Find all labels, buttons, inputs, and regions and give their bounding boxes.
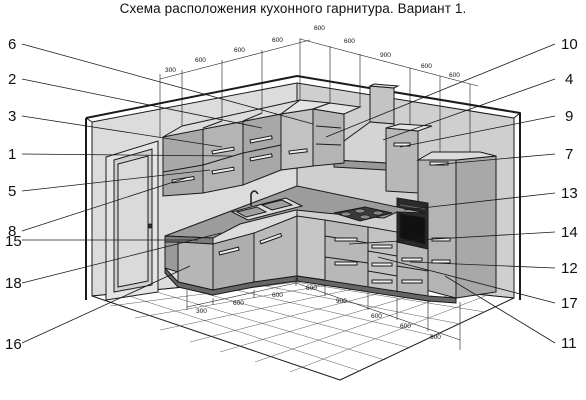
dim-top-label: 600	[344, 38, 355, 45]
dim-top-label: 600	[314, 25, 325, 32]
diagram-title: Схема расположения кухонного гарнитура. …	[119, 1, 467, 16]
callout-label: 13	[561, 185, 578, 202]
dim-top-label: 600	[195, 57, 206, 64]
dim-bottom-label: 300	[196, 308, 207, 315]
dim-bottom-label: 600	[233, 300, 244, 307]
callout-label: 16	[5, 336, 22, 353]
dim-bottom-label: 600	[306, 285, 317, 292]
callout-label: 15	[5, 233, 22, 250]
callout-label: 17	[561, 295, 578, 312]
dim-bottom-label: 600	[430, 334, 441, 341]
door	[105, 140, 159, 301]
cooktop	[333, 206, 393, 222]
callout-label: 5	[8, 183, 16, 200]
callout-label: 12	[561, 260, 578, 277]
callout-label: 7	[565, 146, 573, 163]
base-cabinets-right	[296, 215, 457, 304]
callout-label: 4	[565, 71, 573, 88]
dim-bottom-label: 600	[400, 323, 411, 330]
callout-label: 9	[565, 108, 573, 125]
floor-tiles	[109, 277, 486, 373]
callout-label: 11	[561, 335, 577, 352]
callout-label: 6	[8, 36, 16, 53]
faucet	[250, 190, 259, 206]
leader-lines	[21, 43, 556, 344]
dim-top-label: 600	[421, 63, 432, 70]
dim-top-label: 900	[380, 52, 391, 59]
dim-top-label: 600	[272, 37, 283, 44]
dim-bottom-label: 600	[371, 313, 382, 320]
callout-label: 10	[561, 36, 578, 53]
callout-label: 18	[5, 275, 22, 292]
callout-label: 1	[8, 146, 16, 163]
callout-labels-right: 10 4 9 7 13 14 12 17 11	[561, 36, 578, 352]
dim-top-label: 600	[449, 72, 460, 79]
base-cabinets-left	[164, 215, 298, 296]
dim-top-label: 300	[165, 67, 176, 74]
dim-bottom-label: 900	[336, 298, 347, 305]
dim-bottom-label: 600	[272, 292, 283, 299]
callout-label: 8	[8, 223, 16, 240]
callout-labels-left: 6 2 3 1 5 8 15 18 16	[5, 36, 22, 353]
callout-label: 14	[561, 224, 578, 241]
callout-label: 2	[8, 71, 16, 88]
door-handle	[147, 223, 153, 229]
dimension-lines	[159, 38, 479, 350]
wall-rim	[85, 75, 521, 300]
dim-top-label: 600	[234, 47, 245, 54]
callout-label: 3	[8, 108, 16, 125]
dimension-labels: 300 600 600 600 600 600 900 600 600 300 …	[165, 25, 460, 341]
